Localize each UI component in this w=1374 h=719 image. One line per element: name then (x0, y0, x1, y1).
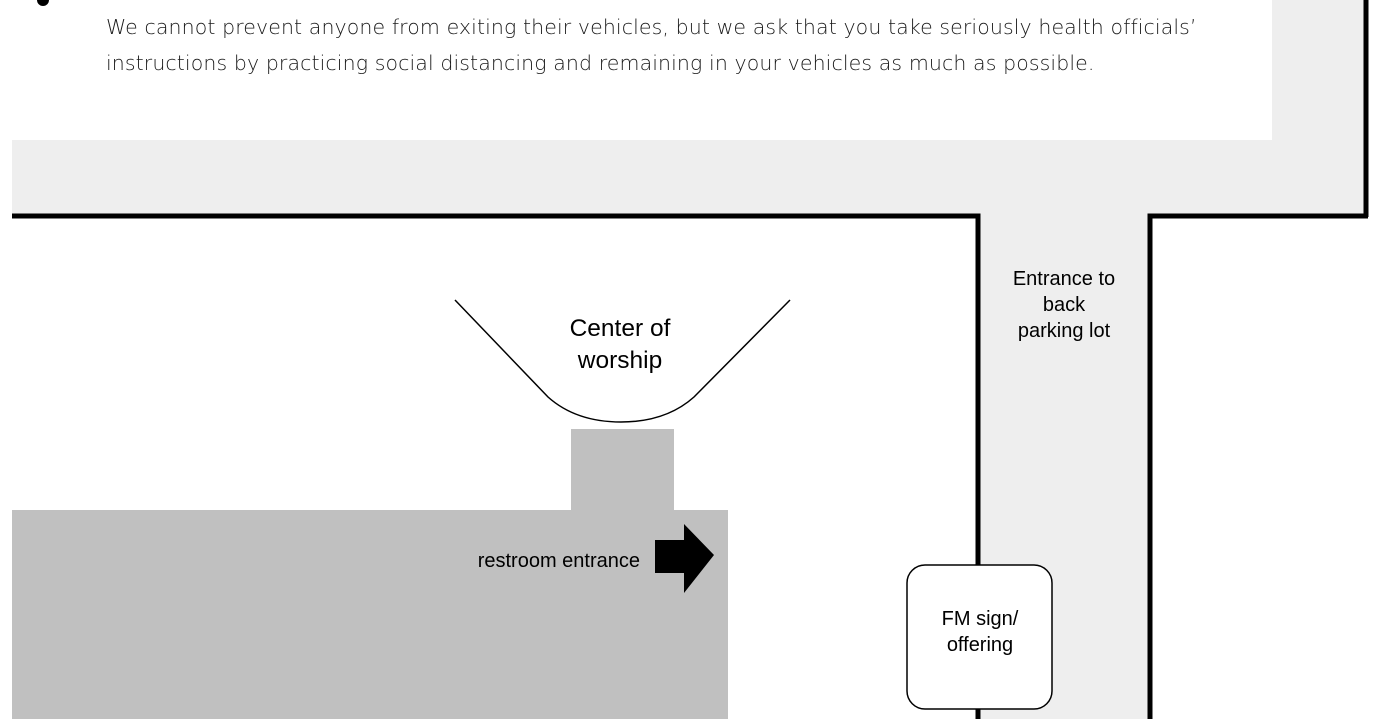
fm-sign-label: FM sign/ offering (941, 608, 1019, 656)
bullet-icon (37, 0, 49, 6)
notice-bullet-text: A set of double-doors to the Parish Life… (106, 0, 1243, 75)
fm-sign-box (906, 564, 1053, 710)
church-building (12, 429, 728, 719)
notice-paragraph: A set of double-doors to the Parish Life… (0, 0, 1272, 140)
restroom-entrance-label: restroom entrance (477, 550, 640, 572)
center-of-worship-label: Center of worship (569, 315, 671, 374)
road-area (12, 0, 1366, 719)
restroom-arrow-icon (655, 524, 714, 593)
worship-center-outline (454, 299, 791, 423)
road-bottom-edge (12, 213, 981, 719)
road-right-edge (1147, 213, 1368, 719)
back-lot-entrance-label: Entrance to back parking lot (1012, 268, 1116, 342)
